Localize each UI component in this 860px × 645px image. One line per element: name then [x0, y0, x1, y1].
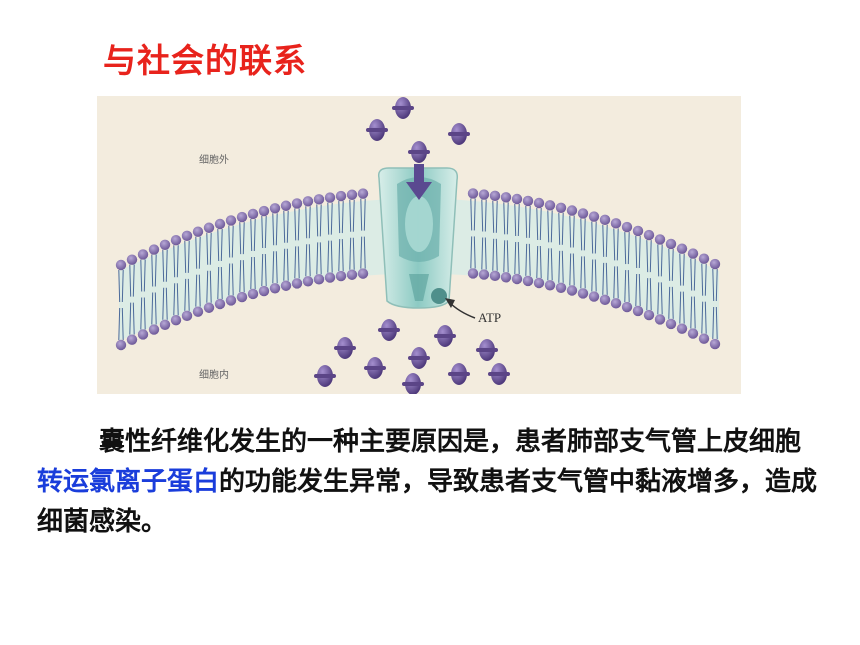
label-outside-cell: 细胞外	[199, 153, 229, 166]
body-text-part1: 囊性纤维化发生的一种主要原因是，患者肺部支气管上皮细胞	[99, 427, 802, 457]
lipid-bilayer	[115, 188, 721, 351]
chloride-channel-protein	[377, 167, 459, 309]
chloride-ions	[314, 97, 510, 394]
body-paragraph: 囊性纤维化发生的一种主要原因是，患者肺部支气管上皮细胞转运氯离子蛋白的功能发生异…	[37, 422, 827, 542]
slide-title: 与社会的联系	[103, 41, 307, 80]
atp-binding-site	[431, 288, 447, 304]
atp-pointer-icon	[445, 298, 476, 319]
transport-arrow-icon	[406, 164, 432, 200]
highlight-chloride-transport-protein: 转运氯离子蛋白	[37, 467, 220, 497]
label-inside-cell: 细胞内	[199, 368, 229, 381]
body-text-part2: 的功能发生异常，导致患者支气管中黏液增多，造成细菌感染。	[37, 467, 818, 537]
label-atp: ATP	[478, 310, 501, 325]
membrane-diagram: 细胞外 细胞内 ATP	[115, 97, 721, 394]
membrane-illustration: 细胞外 细胞内 ATP	[97, 96, 741, 394]
